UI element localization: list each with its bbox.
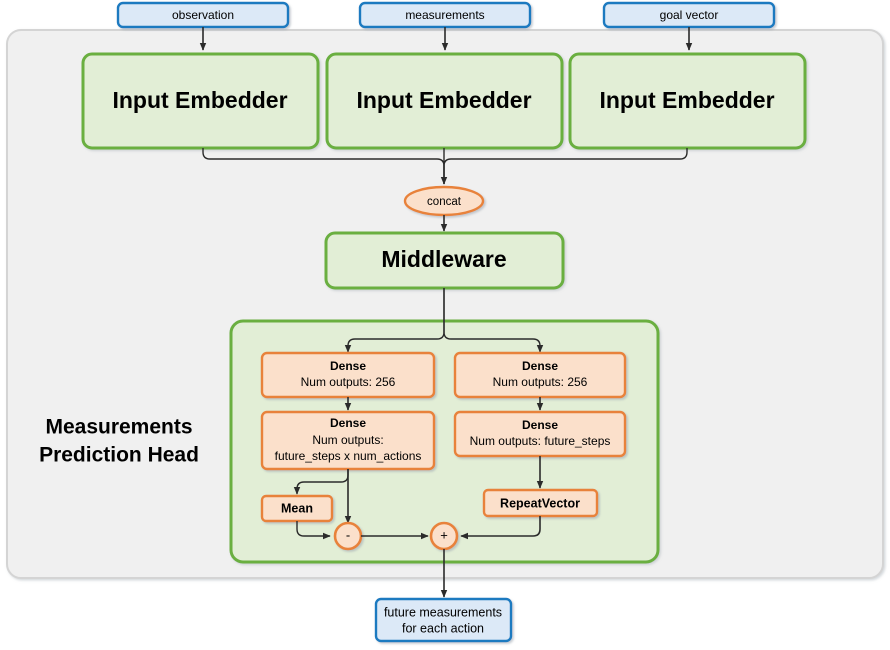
head-label-line1: Measurements	[45, 416, 192, 439]
embedder-node-1[interactable]: Input Embedder	[81, 52, 320, 150]
right-dense-2-outputs: Num outputs: future_steps	[470, 434, 611, 448]
head-label-line2: Prediction Head	[39, 444, 199, 467]
minus-operator-node[interactable]: -	[333, 521, 363, 551]
mean-label: Mean	[281, 501, 313, 515]
output-label-line2: for each action	[402, 621, 484, 635]
left-dense-2-outputs-line1: Num outputs:	[312, 433, 383, 447]
concat-node[interactable]: concat	[403, 185, 485, 217]
embedder-node-2[interactable]: Input Embedder	[325, 52, 564, 150]
concat-label: concat	[427, 196, 462, 208]
right-dense-1-outputs: Num outputs: 256	[493, 375, 588, 389]
middleware-node[interactable]: Middleware	[324, 231, 565, 290]
input-label-measurements: measurements	[405, 8, 484, 22]
input-node-measurements[interactable]: measurements	[358, 1, 532, 29]
input-node-goal-vector[interactable]: goal vector	[602, 1, 776, 29]
mean-node[interactable]: Mean	[260, 494, 334, 523]
right-dense-1-node[interactable]: Dense Num outputs: 256	[453, 351, 627, 399]
left-dense-1-outputs: Num outputs: 256	[301, 375, 396, 389]
minus-operator-label: -	[346, 527, 350, 542]
embedder-box-1[interactable]	[81, 52, 320, 150]
embedder-label-2: Input Embedder	[356, 87, 531, 113]
left-dense-2-title: Dense	[330, 416, 366, 430]
middleware-label: Middleware	[381, 246, 506, 272]
right-dense-1-title: Dense	[522, 359, 558, 373]
plus-operator-label: +	[440, 527, 448, 542]
input-label-observation: observation	[172, 8, 234, 22]
left-dense-1-node[interactable]: Dense Num outputs: 256	[260, 351, 436, 399]
output-node[interactable]: future measurements for each action	[374, 597, 513, 643]
embedder-node-3[interactable]: Input Embedder	[568, 52, 807, 150]
left-dense-1-title: Dense	[330, 359, 366, 373]
edge-repeatvector-to-plus	[460, 516, 541, 540]
edge-middleware-split-right	[443, 288, 544, 353]
repeat-vector-node[interactable]: RepeatVector	[482, 488, 599, 518]
input-label-goal-vector: goal vector	[660, 8, 719, 22]
output-label-line1: future measurements	[384, 605, 502, 619]
left-dense-2-outputs-line2: future_steps x num_actions	[275, 449, 422, 463]
input-node-observation[interactable]: observation	[116, 1, 290, 29]
right-dense-2-node[interactable]: Dense Num outputs: future_steps	[453, 410, 627, 458]
right-dense-2-title: Dense	[522, 418, 558, 432]
embedder-label-1: Input Embedder	[112, 87, 287, 113]
repeat-vector-label: RepeatVector	[500, 496, 580, 510]
output-box[interactable]	[374, 597, 513, 643]
plus-operator-node[interactable]: +	[429, 521, 459, 551]
edge-mean-to-minus	[296, 521, 331, 540]
left-dense-2-node[interactable]: Dense Num outputs: future_steps x num_ac…	[260, 410, 436, 471]
edge-middleware-split-left	[344, 288, 445, 353]
embedder-label-3: Input Embedder	[599, 87, 774, 113]
